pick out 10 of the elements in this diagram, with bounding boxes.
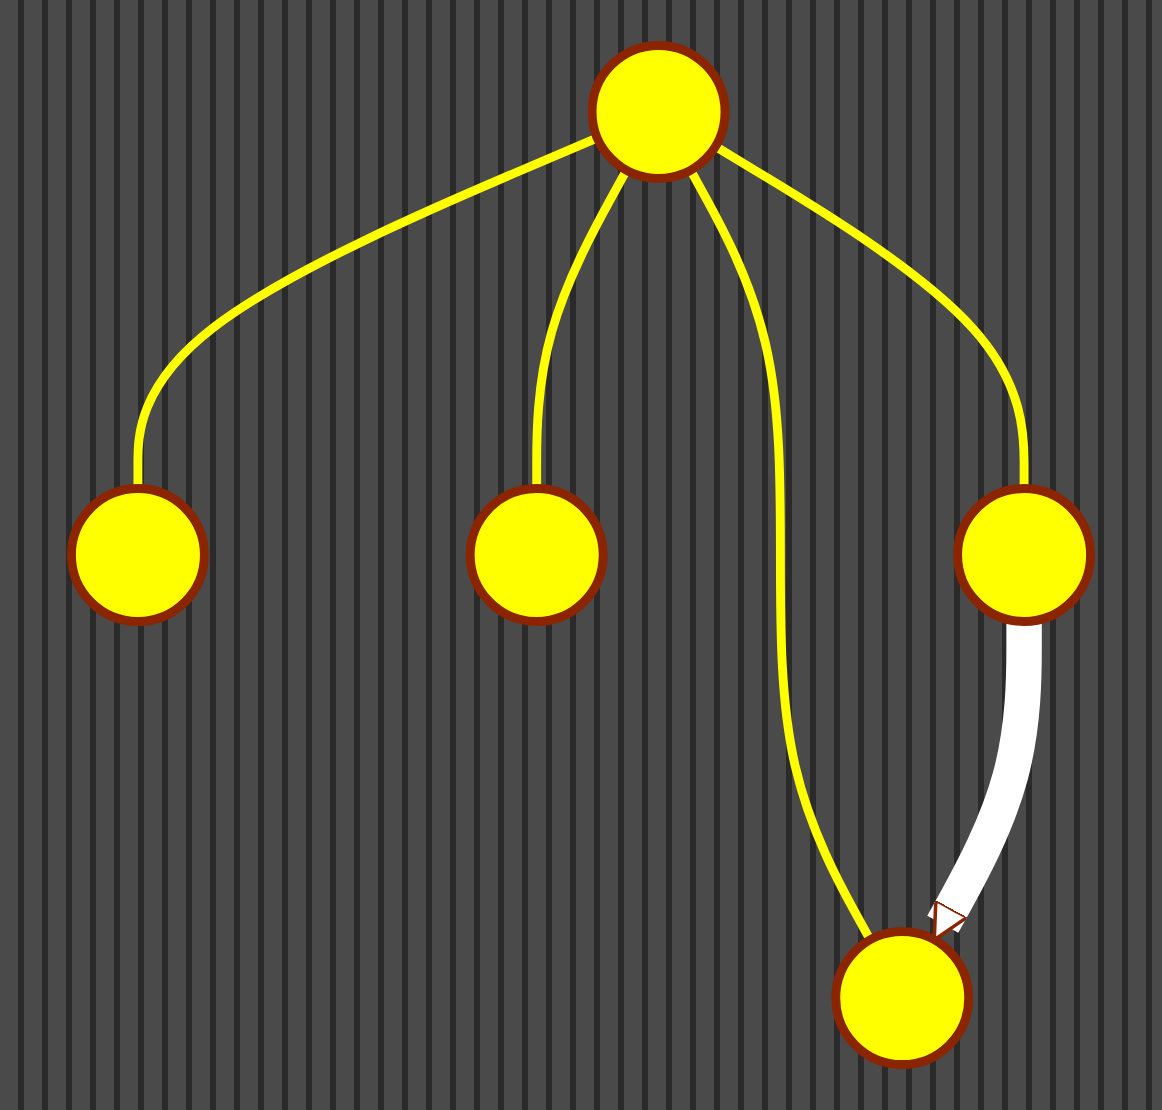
node-circle [67,484,209,626]
node-circle [587,41,730,183]
arrow [927,621,1042,942]
node-circle [831,927,974,1069]
node-circle [465,484,608,626]
node-circle [953,484,1095,626]
connector [532,168,631,489]
connector [713,142,1029,489]
connector [133,133,600,489]
connector [686,168,875,942]
